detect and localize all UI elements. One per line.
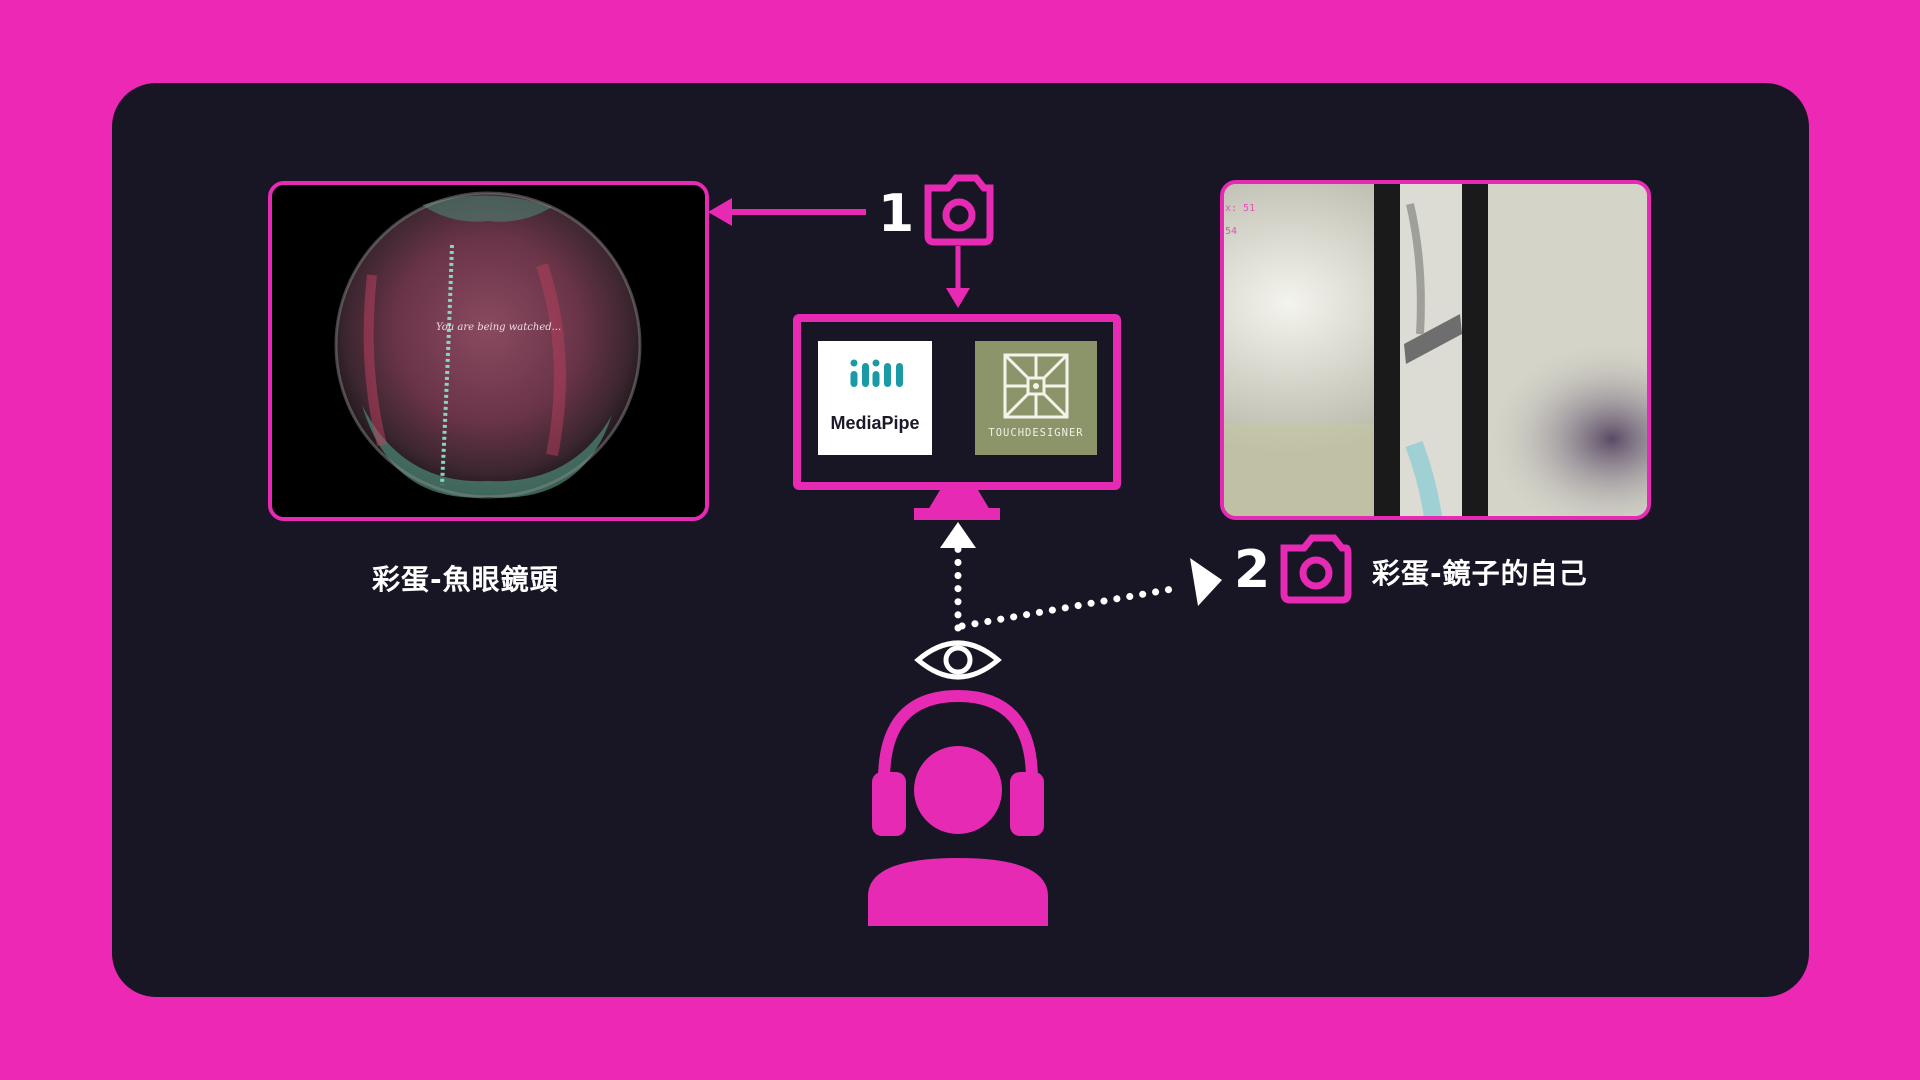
fisheye-image — [268, 181, 709, 521]
mirror-image — [1220, 180, 1651, 520]
mirror-caption: 彩蛋-鏡子的自己 — [1372, 557, 1588, 590]
monitor-stand — [914, 490, 1000, 520]
mirror-hud-line2: 54 — [1225, 226, 1238, 237]
step-2-number: 2 — [1234, 540, 1271, 600]
camera-2-icon — [1280, 534, 1352, 604]
touchdesigner-logo: TOUCHDESIGNER — [975, 341, 1097, 455]
mediapipe-mark-icon — [850, 359, 903, 387]
eye-icon — [914, 640, 1002, 680]
arrow-to-fisheye — [708, 198, 866, 226]
fisheye-caption: 彩蛋-魚眼鏡頭 — [372, 563, 559, 596]
touchdesigner-label: TOUCHDESIGNER — [988, 427, 1084, 439]
headphones-person-icon — [868, 689, 1048, 926]
fisheye-overlay-text: You are being watched... — [436, 322, 562, 333]
mirror-hud-line1: x: 51 — [1225, 203, 1256, 214]
mediapipe-logo: MediaPipe — [818, 341, 932, 455]
step-1-number: 1 — [878, 184, 915, 244]
arrow-to-monitor — [946, 246, 970, 308]
mediapipe-label: MediaPipe — [830, 413, 920, 433]
camera-1-icon — [924, 174, 994, 246]
touchdesigner-mark-icon — [1003, 353, 1069, 419]
monitor-icon — [793, 314, 1121, 490]
mirror-scene — [1224, 184, 1647, 516]
dotted-arrow-right — [958, 558, 1222, 630]
dotted-arrow-up — [940, 522, 976, 632]
fisheye-sphere — [272, 185, 705, 517]
